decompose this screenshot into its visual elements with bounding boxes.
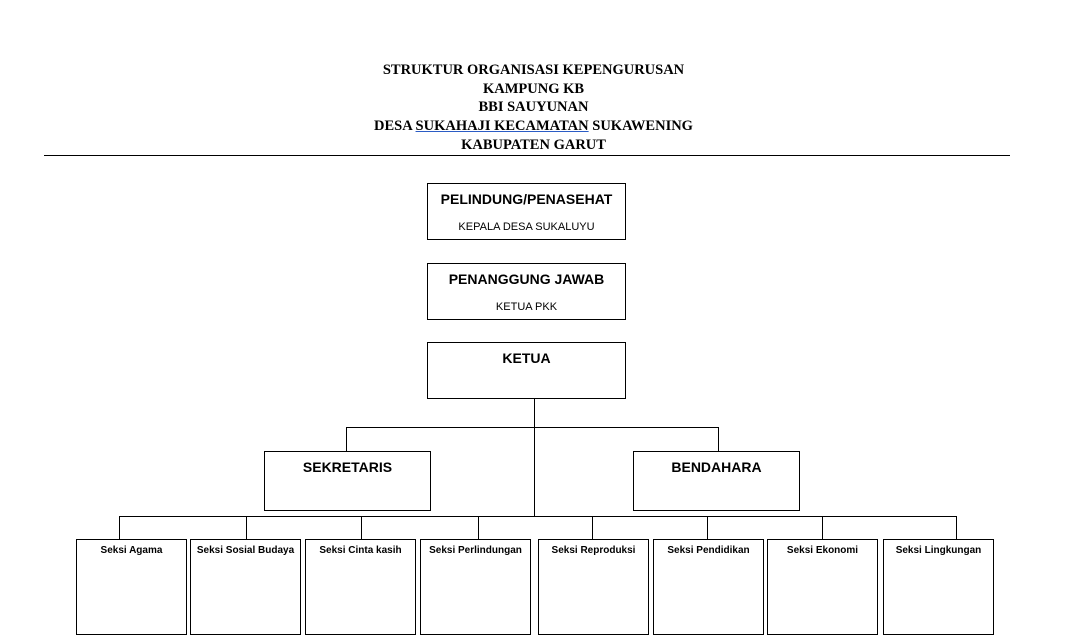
seksi-title: Seksi Perlindungan: [429, 545, 522, 556]
seksi-box: Seksi Pendidikan: [653, 539, 764, 635]
seksi-title: Seksi Pendidikan: [667, 545, 750, 556]
seksi-box: Seksi Perlindungan: [420, 539, 531, 635]
sekretaris-title: SEKRETARIS: [302, 459, 393, 475]
seksi-box: Seksi Cinta kasih: [305, 539, 416, 635]
seksi-title: Seksi Ekonomi: [786, 545, 859, 556]
pelindung-box: PELINDUNG/PENASEHAT KEPALA DESA SUKALUYU: [427, 183, 626, 240]
title-line-4: DESA SUKAHAJI KECAMATAN SUKAWENING: [0, 117, 1067, 136]
ketua-box: KETUA: [427, 342, 626, 399]
bendahara-box: BENDAHARA: [633, 451, 800, 511]
penanggung-jawab-box: PENANGGUNG JAWAB KETUA PKK: [427, 263, 626, 320]
seksi-box: Seksi Ekonomi: [767, 539, 878, 635]
pelindung-name: KEPALA DESA SUKALUYU: [458, 221, 595, 233]
penanggung-jawab-name: KETUA PKK: [495, 301, 558, 313]
penanggung-jawab-title: PENANGGUNG JAWAB: [448, 271, 605, 287]
title-desa: DESA: [374, 118, 416, 134]
seksi-title: Seksi Cinta kasih: [319, 545, 402, 556]
seksi-box: Seksi Sosial Budaya: [190, 539, 301, 635]
title-line-2: KAMPUNG KB: [482, 81, 585, 97]
bendahara-title: BENDAHARA: [671, 459, 762, 475]
seksi-title: Seksi Reproduksi: [551, 545, 636, 556]
title-sukawening: SUKAWENING: [588, 118, 693, 134]
seksi-title: Seksi Lingkungan: [895, 545, 982, 556]
seksi-title: Seksi Sosial Budaya: [196, 545, 295, 556]
seksi-title: Seksi Agama: [100, 545, 163, 556]
title-spellcheck-text: SUKAHAJI KECAMATAN: [415, 118, 589, 134]
seksi-box: Seksi Reproduksi: [538, 539, 649, 635]
title-line-1: STRUKTUR ORGANISASI KEPENGURUSAN: [382, 62, 685, 78]
sekretaris-box: SEKRETARIS: [264, 451, 431, 511]
title-line-3: BBI SAUYUNAN: [478, 99, 589, 115]
title-line-5: KABUPATEN GARUT: [461, 137, 606, 153]
header-rule: [44, 155, 1010, 156]
pelindung-title: PELINDUNG/PENASEHAT: [440, 191, 613, 207]
seksi-box: Seksi Agama: [76, 539, 187, 635]
seksi-box: Seksi Lingkungan: [883, 539, 994, 635]
ketua-title: KETUA: [502, 350, 551, 366]
